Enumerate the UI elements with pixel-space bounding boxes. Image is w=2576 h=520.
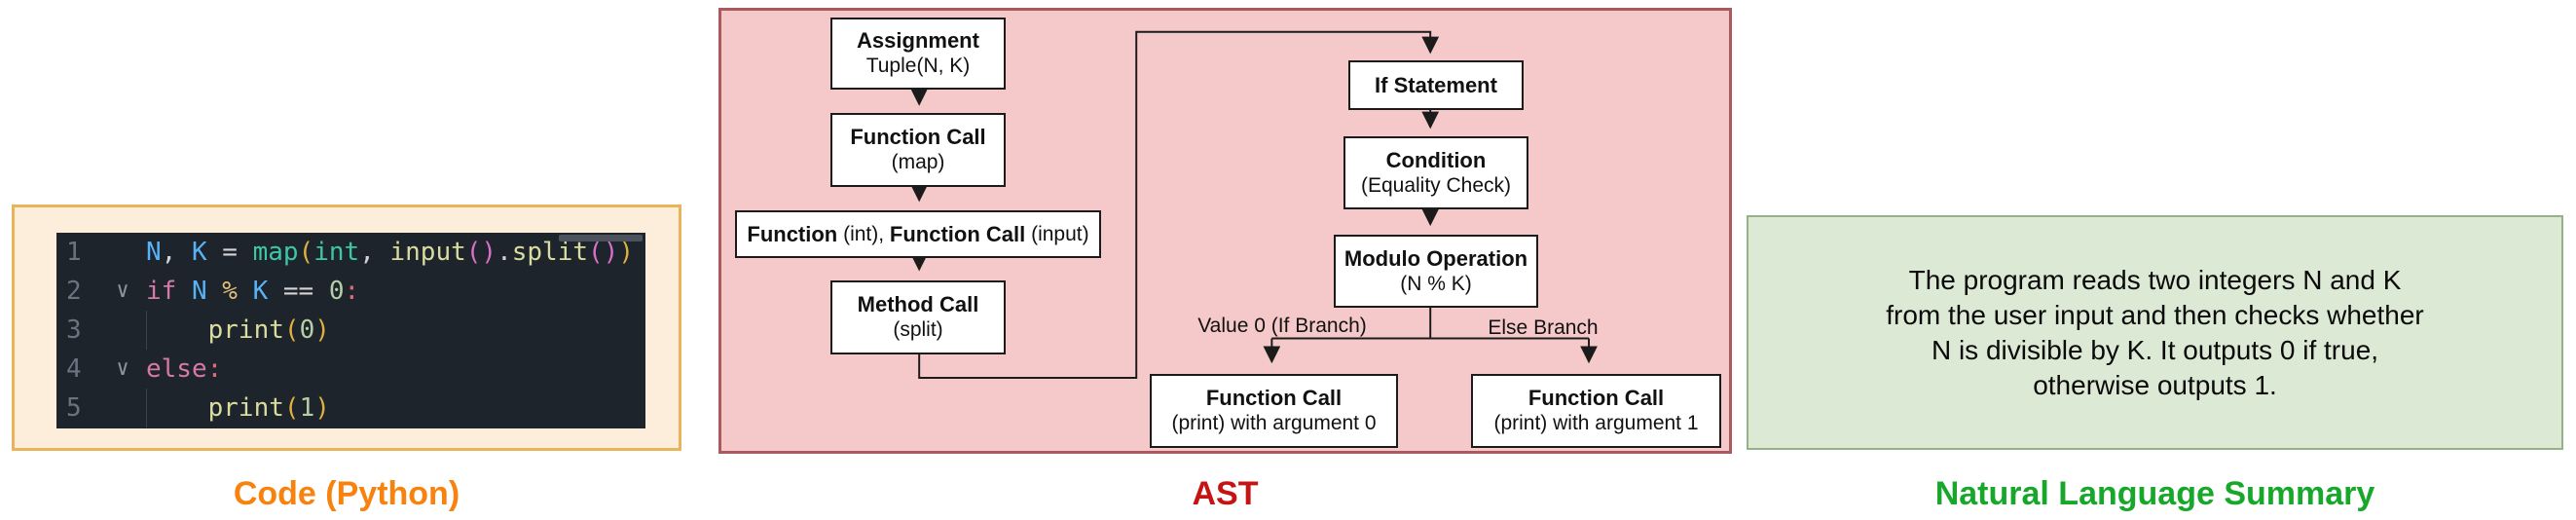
ast-node-title: Function Call <box>889 221 1026 246</box>
summary-line: The program reads two integers N and K <box>1908 264 2402 295</box>
fold-chevron-icon: ∨ <box>116 279 129 303</box>
code-token: ( <box>283 316 300 345</box>
code-token <box>207 277 223 306</box>
ast-node-subtitle: (split) <box>893 318 943 341</box>
code-text: else: <box>146 350 222 389</box>
ast-section-label: AST <box>1192 475 1259 512</box>
code-text: N, K = map(int, input().split()) <box>146 233 634 272</box>
code-token: = <box>206 238 253 267</box>
fold-spacer <box>99 389 146 427</box>
code-token: ) <box>314 393 330 423</box>
ast-node-title: Method Call <box>857 292 979 316</box>
code-token: if <box>146 277 192 306</box>
code-panel: 1 N, K = map(int, input().split()) 2 ∨ i… <box>12 204 681 451</box>
code-line: 1 N, K = map(int, input().split()) <box>56 233 645 272</box>
ast-node-subtitle: (Equality Check) <box>1360 173 1512 197</box>
code-token: , <box>359 238 390 267</box>
ast-node-function-call-map: Function Call (map) <box>830 113 1006 187</box>
code-token: split <box>511 238 589 267</box>
else-branch-label: Else Branch <box>1488 316 1599 339</box>
code-token: print <box>207 393 284 423</box>
code-line: 4 ∨ else: <box>56 350 645 389</box>
ast-node-subtitle: (N % K) <box>1400 272 1472 295</box>
code-token <box>147 393 208 423</box>
code-token: int <box>313 238 360 267</box>
code-token: K <box>252 277 269 306</box>
ast-node-subtitle: Tuple(N, K) <box>865 55 971 77</box>
summary-line: otherwise outputs 1. <box>2033 369 2277 400</box>
nls-section-label: Natural Language Summary <box>1934 475 2375 512</box>
ast-node-title: Function <box>747 221 838 246</box>
ast-node-condition: Condition (Equality Check) <box>1343 136 1528 209</box>
summary-line: N is divisible by K. It outputs 0 if tru… <box>1931 334 2379 365</box>
code-token: else <box>146 354 207 384</box>
ast-node-function-call-print0: Function Call (print) with argument 0 <box>1150 374 1398 448</box>
code-token: () <box>588 238 619 267</box>
ast-node-subtitle: (print) with argument 1 <box>1493 412 1699 434</box>
code-token: ) <box>314 316 330 345</box>
if-branch-label: Value 0 (If Branch) <box>1197 315 1367 337</box>
code-token <box>147 316 208 345</box>
code-token: 0 <box>328 277 345 306</box>
code-text: print(1) <box>146 389 330 427</box>
code-token: ( <box>298 238 314 267</box>
code-token: N <box>191 277 207 306</box>
ast-edges <box>910 30 1598 379</box>
code-text: if N % K == 0: <box>146 272 359 311</box>
code-token: 0 <box>299 316 315 345</box>
code-token: K <box>191 238 207 267</box>
code-line: 2 ∨ if N % K == 0: <box>56 272 645 311</box>
code-token: ( <box>283 393 300 423</box>
ast-node-method-call-split: Method Call (split) <box>830 280 1006 354</box>
ast-node-title: Function Call <box>850 125 986 149</box>
code-token <box>238 277 253 306</box>
code-token: ) <box>618 238 634 267</box>
ast-node-title: Function Call <box>1527 386 1665 410</box>
line-number: 1 <box>66 238 82 267</box>
code-token: : <box>206 354 223 384</box>
code-token: , <box>161 238 192 267</box>
code-token: map <box>252 238 299 267</box>
ast-node-subtitle: (map) <box>891 151 945 173</box>
code-token: == <box>268 277 329 306</box>
ast-node-assignment: Assignment Tuple(N, K) <box>830 18 1006 90</box>
edge-method-to-if <box>918 30 1440 379</box>
code-token: print <box>207 316 284 345</box>
line-number: 3 <box>66 316 82 345</box>
ast-node-text: (input) <box>1025 222 1089 245</box>
ast-node-title: Assignment <box>857 28 979 53</box>
code-editor: 1 N, K = map(int, input().split()) 2 ∨ i… <box>56 233 645 428</box>
ast-node-title: Function Call <box>1205 386 1343 410</box>
line-number: 4 <box>66 354 82 384</box>
ast-node-modulo-operation: Modulo Operation (N % K) <box>1334 235 1538 308</box>
ast-node-if-statement: If Statement <box>1348 60 1524 110</box>
line-number: 2 <box>66 277 82 306</box>
code-text: print(0) <box>146 311 330 350</box>
ast-node-title: Modulo Operation <box>1343 245 1528 271</box>
code-token: . <box>497 238 512 267</box>
ast-node-subtitle: (print) with argument 0 <box>1171 412 1377 434</box>
fold-chevron-icon: ∨ <box>116 356 129 381</box>
code-token: input <box>389 238 466 267</box>
ast-node-title: If Statement <box>1375 72 1497 97</box>
code-section-label: Code (Python) <box>233 475 460 512</box>
ast-node-title: Condition <box>1385 147 1487 172</box>
line-number: 5 <box>66 393 82 423</box>
ast-node-function-args: Function (int), Function Call (input) <box>735 210 1101 258</box>
ast-node-function-call-print1: Function Call (print) with argument 1 <box>1471 374 1721 448</box>
code-token: 1 <box>299 393 315 423</box>
code-line: 5 print(1) <box>56 389 645 427</box>
code-line: 3 print(0) <box>56 311 645 350</box>
code-token: : <box>344 277 360 306</box>
fold-spacer <box>99 233 146 272</box>
ast-node-text: (int), <box>837 222 890 245</box>
ast-panel: Assignment Tuple(N, K) Function Call (ma… <box>718 8 1732 454</box>
fold-spacer <box>99 311 146 350</box>
scrollbar-thumb <box>559 235 643 241</box>
summary-panel: The program reads two integers N and K f… <box>1747 215 2563 450</box>
summary-line: from the user input and then checks whet… <box>1886 299 2424 330</box>
code-token: N <box>146 238 162 267</box>
code-token: % <box>222 277 238 306</box>
code-token: () <box>465 238 497 267</box>
